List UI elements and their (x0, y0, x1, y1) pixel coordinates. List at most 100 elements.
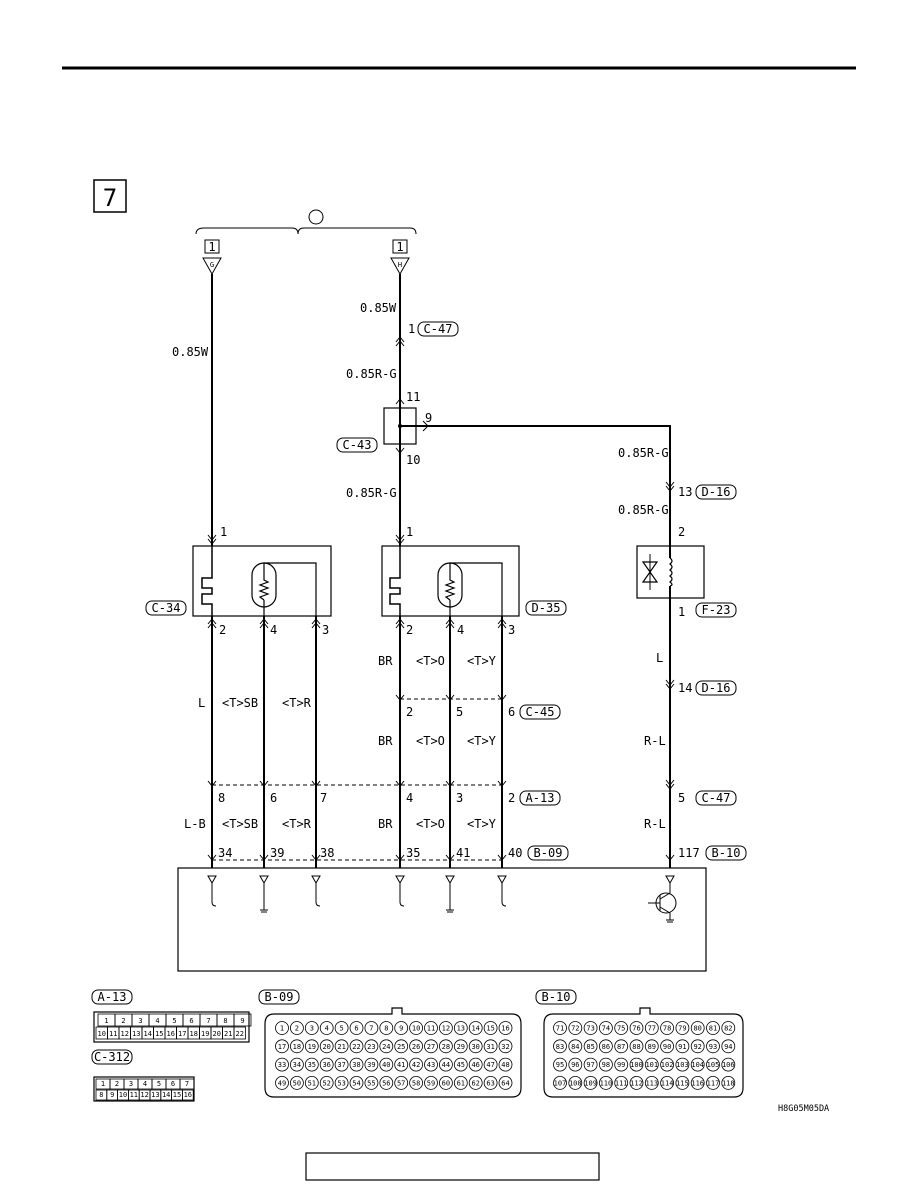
connector-pin (706, 1057, 720, 1072)
connector-pin (349, 1039, 364, 1054)
connector-pin-label: 60 (442, 1079, 450, 1087)
connector-cell-label: 10 (119, 1091, 127, 1099)
pin-numbers: 1 11 9 10 1 1 13 2 2 4 3 2 4 3 1 2 5 6 1… (218, 322, 700, 860)
connector-pin-label: 79 (678, 1025, 686, 1033)
connector-pin (568, 1076, 583, 1090)
connector-pin-label: 51 (308, 1079, 316, 1087)
connector-pin (629, 1076, 644, 1090)
wire-label-a13-2: <T>Y (467, 817, 497, 831)
connector-cell-label: 2 (121, 1017, 125, 1025)
wire-label-d16-14: R-L (644, 734, 666, 748)
connector-pin (553, 1021, 567, 1035)
connector-cell-label: 3 (138, 1017, 142, 1025)
tag-c47-bottom: C-47 (702, 791, 731, 805)
tag-c47-top: C-47 (424, 322, 453, 336)
connector-pin (453, 1021, 468, 1035)
connector-pin (275, 1021, 289, 1035)
connector-pin (424, 1039, 438, 1054)
connector-pin-label: 71 (556, 1025, 564, 1033)
connector-pin (721, 1057, 736, 1072)
connector-pin (553, 1076, 567, 1090)
connector-pin (409, 1039, 424, 1054)
connector-pin-label: 52 (322, 1079, 330, 1087)
connector-pin (394, 1021, 409, 1035)
connector-pin (599, 1021, 613, 1035)
connector-pin (409, 1057, 424, 1072)
connector-pin-label: 24 (382, 1043, 390, 1051)
connector-pin-label: 83 (556, 1043, 564, 1051)
tag-b09: B-09 (534, 846, 563, 860)
svg-text:38: 38 (320, 846, 334, 860)
svg-text:34: 34 (218, 846, 232, 860)
connector-pin (349, 1076, 364, 1090)
wire-label-right-lower: 0.85R-G (618, 503, 669, 517)
svg-text:2: 2 (219, 623, 226, 637)
source-connector-g: 1 G (202, 239, 222, 276)
connector-pin (568, 1021, 583, 1035)
svg-text:35: 35 (406, 846, 420, 860)
connector-pin (614, 1057, 629, 1072)
connector-pin-label: 40 (382, 1061, 390, 1069)
section-number: 7 (103, 184, 117, 212)
tag-d16-bottom: D-16 (702, 681, 731, 695)
svg-text:41: 41 (456, 846, 470, 860)
connector-pin-label: 73 (586, 1025, 594, 1033)
connector-pin-label: 86 (602, 1043, 610, 1051)
connector-pin (660, 1039, 674, 1054)
connector-pin (644, 1021, 659, 1035)
connector-pin (319, 1039, 334, 1054)
svg-text:3: 3 (322, 623, 329, 637)
sensor-c34 (192, 545, 332, 617)
connector-pin (706, 1076, 720, 1090)
wire-label-d35-4-lower: <T>O (416, 734, 445, 748)
wire-label-a13-4: BR (378, 817, 393, 831)
connector-pin-label: 94 (724, 1043, 732, 1051)
connector-cell (233, 1013, 252, 1027)
connector-pin-label: 48 (501, 1061, 509, 1069)
connector-pin (379, 1021, 394, 1035)
connector-pin-label: 47 (486, 1061, 494, 1069)
wire-label-center-top: 0.85W (360, 301, 397, 315)
connector-pin-label: 25 (397, 1043, 405, 1051)
connector-cell-label: 6 (189, 1017, 193, 1025)
connector-pin-label: 109 (584, 1079, 597, 1087)
svg-text:1: 1 (406, 525, 413, 539)
connector-pin (721, 1076, 736, 1090)
connector-pin-label: 6 (354, 1025, 358, 1033)
connector-pin (275, 1057, 289, 1072)
connector-pin-label: 30 (471, 1043, 479, 1051)
connector-pin-label: 50 (293, 1079, 301, 1087)
connector-pin (349, 1057, 364, 1072)
connector-pin (498, 1076, 513, 1090)
connector-pin-label: 23 (367, 1043, 375, 1051)
connector-pin (690, 1039, 705, 1054)
connector-pin (583, 1057, 598, 1072)
actuator-f23 (636, 545, 705, 599)
connector-pin-label: 85 (586, 1043, 594, 1051)
connector-pin-label: 106 (722, 1061, 735, 1069)
connector-pin (364, 1021, 379, 1035)
connector-pin-label: 72 (571, 1025, 579, 1033)
connector-pin (706, 1039, 720, 1054)
connector-pin (349, 1021, 364, 1035)
connector-pin-label: 54 (352, 1079, 360, 1087)
connector-pin (690, 1021, 705, 1035)
connector-pin-label: 21 (337, 1043, 345, 1051)
connector-pin-label: 36 (322, 1061, 330, 1069)
connector-pin (334, 1039, 349, 1054)
connector-pin (498, 1057, 513, 1072)
wire-label-d35-3-upper: <T>Y (467, 654, 497, 668)
connector-pin (379, 1057, 394, 1072)
connector-pin (334, 1021, 349, 1035)
svg-text:4: 4 (406, 791, 413, 805)
connector-dashes (212, 698, 502, 861)
wire-label-d35-3-lower: <T>Y (467, 734, 497, 748)
connector-pin-label: 17 (278, 1043, 286, 1051)
connector-pin-label: 1 (280, 1025, 284, 1033)
connector-pin-label: 18 (293, 1043, 301, 1051)
connector-pin-label: 97 (586, 1061, 594, 1069)
connector-cell-label: 5 (157, 1080, 161, 1088)
svg-text:8: 8 (218, 791, 225, 805)
wire-label-left-top: 0.85W (172, 345, 209, 359)
svg-text:117: 117 (678, 846, 700, 860)
